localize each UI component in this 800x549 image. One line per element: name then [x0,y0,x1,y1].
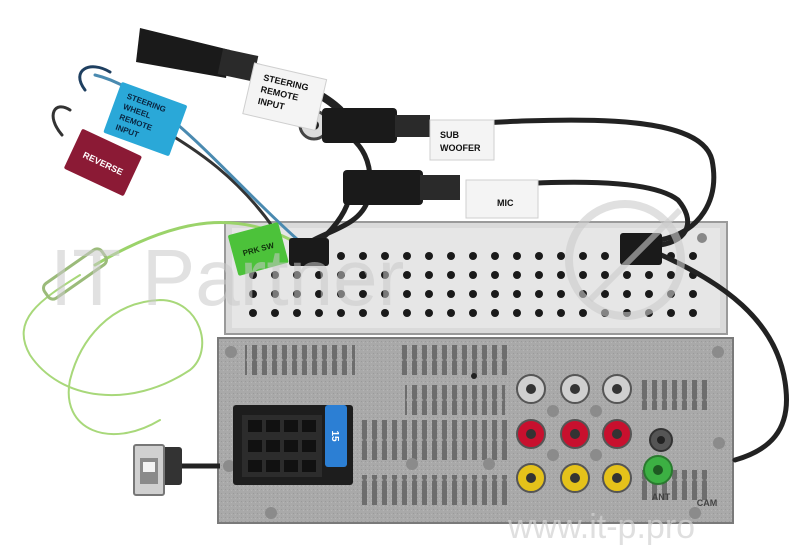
rca-jacks [516,374,632,493]
antenna-port: ANT CAM [643,428,718,508]
svg-text:WOOFER: WOOFER [440,143,481,153]
ant-label: ANT [652,492,671,502]
rca-row-yellow [516,463,632,493]
inline-fuse-holder [42,247,108,301]
watermark: IT Partner www.it-p.pro [50,200,695,546]
svg-text:MIC: MIC [497,198,514,208]
mic-plug-top [136,28,259,82]
rca-row-red [516,419,632,449]
watermark-left: IT Partner [50,233,404,322]
tag-reverse: REVERSE [64,129,142,196]
tag-sub-woofer: SUB WOOFER [429,119,495,161]
tag-prk-sw: PRK SW [228,222,289,276]
rca-row-white [516,374,632,404]
watermark-right: www.it-p.pro [507,508,695,546]
head-unit-chassis [217,337,734,524]
cam-label: CAM [697,498,718,508]
rca-sub-plug [298,108,430,143]
tag-steering-remote-input: STEERING REMOTE INPUT [242,62,328,131]
svg-text:SUB: SUB [440,130,460,140]
fuse: 15 [325,405,347,467]
tag-steering-wheel-remote-input: STEERING WHEEL REMOTE INPUT [103,82,187,156]
fuse-rating: 15 [329,430,340,442]
usb-connector [133,444,220,496]
tag-mic: MIC [465,179,539,219]
iso-connector [233,405,353,485]
mic-plug [343,170,460,205]
